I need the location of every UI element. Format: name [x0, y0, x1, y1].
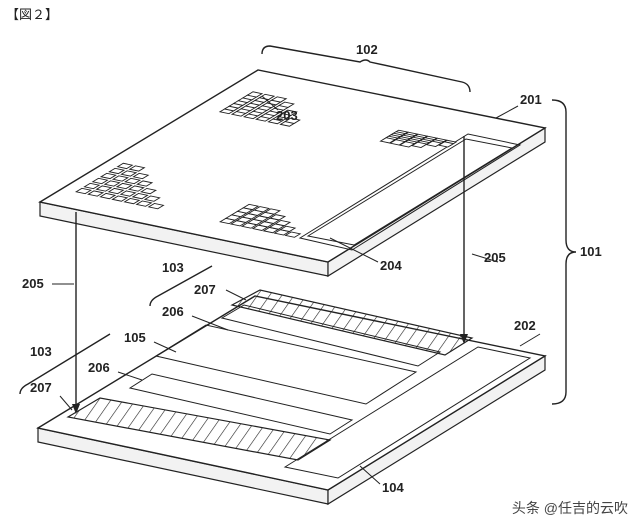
pad-square — [111, 195, 129, 202]
pad-square — [379, 137, 397, 144]
label-102: 102 — [356, 42, 378, 57]
pad-square — [388, 139, 407, 146]
pad-square — [115, 182, 133, 190]
pad-square — [111, 175, 130, 182]
label-103-lower: 103 — [30, 344, 52, 359]
brace-103-upper — [149, 265, 213, 307]
label-204: 204 — [380, 258, 402, 273]
pad-square — [108, 167, 126, 175]
pad-square — [136, 180, 154, 187]
hatched-strip-207-front — [66, 397, 332, 461]
pad-square — [279, 225, 297, 232]
pad-square — [119, 190, 137, 197]
pad-square — [410, 141, 428, 149]
pad-arrays-203 — [74, 91, 458, 238]
watermark: 头条 @任吉的云吹 — [511, 500, 628, 516]
label-203: 203 — [276, 108, 298, 123]
pad-square — [91, 177, 109, 185]
pad-square — [135, 200, 153, 207]
label-103-upper: 103 — [162, 260, 184, 275]
pad-square — [398, 141, 416, 148]
pad-square — [270, 96, 288, 103]
pad-square — [99, 192, 117, 200]
label-104: 104 — [382, 480, 404, 495]
region-104 — [283, 346, 532, 479]
pad-square — [147, 203, 165, 210]
pad-square — [253, 206, 271, 213]
pad-square — [123, 197, 141, 205]
pad-square — [124, 177, 142, 185]
stripe-206-front — [128, 373, 354, 435]
stripe-206-back — [220, 304, 442, 367]
brace-102 — [261, 45, 471, 93]
pad-square — [277, 101, 295, 108]
stripe-105 — [154, 324, 418, 405]
pad-square — [99, 172, 117, 180]
pad-square — [274, 219, 292, 227]
label-202: 202 — [514, 318, 536, 333]
pad-square — [83, 182, 101, 190]
pad-square — [87, 190, 105, 197]
pad-square — [246, 91, 264, 98]
pad-square — [95, 185, 113, 192]
label-206-lower: 206 — [88, 360, 110, 375]
pad-square — [280, 109, 298, 116]
figure-label: 【図２】 — [6, 7, 59, 22]
brace-103-lower — [19, 333, 111, 395]
pad-square — [284, 231, 302, 238]
top-plate-201 — [38, 69, 547, 278]
pad-square — [128, 165, 146, 172]
hatched-strip-207-back — [230, 289, 474, 356]
pad-square — [425, 140, 443, 148]
pad-square — [242, 203, 260, 211]
label-105: 105 — [124, 330, 146, 345]
leader-lines — [52, 95, 541, 485]
label-206-upper: 206 — [162, 304, 184, 319]
pad-square — [131, 192, 149, 200]
pad-square — [132, 172, 150, 180]
pad-square — [283, 117, 301, 124]
pad-square — [269, 214, 287, 221]
pad-square — [127, 185, 145, 192]
pad-square — [103, 180, 121, 187]
region-204 — [298, 133, 522, 251]
pad-square — [74, 187, 93, 195]
label-205-right: 205 — [484, 250, 506, 265]
label-207-lower: 207 — [30, 380, 52, 395]
connector-lines-205 — [72, 136, 468, 414]
pad-square — [139, 187, 158, 195]
brace-101 — [551, 99, 577, 405]
label-101: 101 — [580, 244, 602, 259]
pad-square — [120, 170, 138, 177]
label-207-upper: 207 — [194, 282, 216, 297]
pad-square — [263, 208, 282, 215]
bottom-plate-202 — [36, 289, 547, 506]
pad-square — [143, 195, 161, 202]
pad-square — [116, 162, 134, 170]
pad-square — [437, 141, 455, 148]
label-201: 201 — [520, 92, 542, 107]
label-205-left: 205 — [22, 276, 44, 291]
pad-square — [107, 187, 125, 195]
